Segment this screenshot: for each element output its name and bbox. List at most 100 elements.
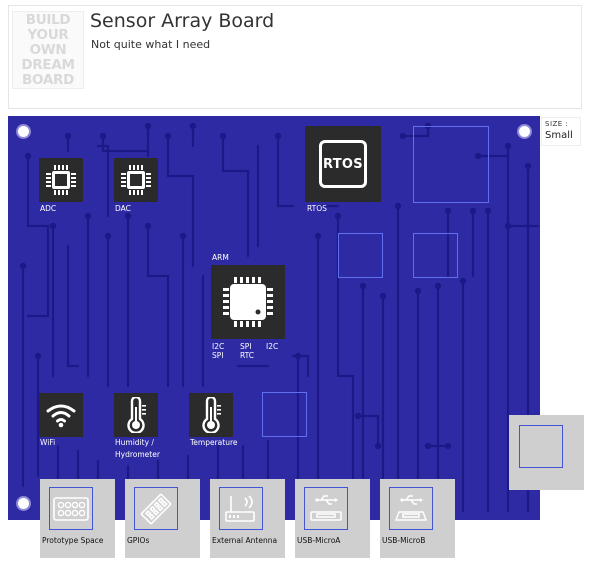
pcb-via <box>179 232 187 240</box>
pcb-trace <box>276 134 295 208</box>
bay-label: USB-MicroB <box>382 536 426 545</box>
pcb-via <box>444 207 452 215</box>
pcb-via <box>164 132 172 140</box>
thermometer-icon <box>127 397 146 433</box>
empty-slot[interactable] <box>413 126 489 203</box>
pcb-via <box>394 202 402 210</box>
usb-icon <box>389 487 433 530</box>
humidity-sensor[interactable] <box>114 393 158 437</box>
rtos-label: RTOS <box>307 204 327 213</box>
pcb-trace <box>221 134 250 258</box>
pcb-trace <box>101 134 150 153</box>
chip-icon <box>46 165 76 195</box>
pcb-via <box>354 412 362 420</box>
pcb-via <box>524 162 532 170</box>
pcb-via <box>414 287 422 295</box>
pcb-trace <box>166 134 195 268</box>
wifi-label: WiFi <box>40 438 56 447</box>
pcb-via <box>124 212 132 220</box>
bay-label: External Antenna <box>212 536 278 545</box>
logo-line: BOARD <box>22 71 74 88</box>
pcb-via <box>434 282 442 290</box>
gpio-header-icon <box>134 487 178 530</box>
pcb-via <box>64 132 72 140</box>
pcb-trace <box>66 244 80 368</box>
adc-chip[interactable] <box>39 158 83 202</box>
bay-prototype-space[interactable]: Prototype Space <box>40 479 115 558</box>
processor-icon <box>223 277 273 327</box>
bay-label: USB-MicroA <box>297 536 341 545</box>
pcb-trace <box>356 414 380 448</box>
side-expansion-bay[interactable] <box>509 415 584 490</box>
pcb-via <box>144 222 152 230</box>
empty-slot[interactable] <box>262 392 307 437</box>
pcb-via <box>314 232 322 240</box>
pcb-via <box>19 262 27 270</box>
pcb-via <box>469 207 477 215</box>
empty-slot[interactable] <box>338 233 383 278</box>
pcb-via <box>219 132 227 140</box>
logo-line: DREAM <box>21 56 75 73</box>
pcb-via <box>104 232 112 240</box>
pcb-trace <box>96 144 110 218</box>
adc-label: ADC <box>40 204 57 213</box>
pcb-via <box>24 152 32 160</box>
thermometer-icon <box>202 397 221 433</box>
temperature-label: Temperature <box>190 438 238 447</box>
board-title: Sensor Array Board <box>90 10 275 32</box>
pcb-via <box>294 352 302 360</box>
mounting-hole <box>16 124 31 139</box>
bay-usb-microb[interactable]: USB-MicroB <box>380 479 455 558</box>
pcb-via <box>49 222 57 230</box>
arm-pin-i2c-right: I2C <box>266 342 279 351</box>
pcb-via <box>189 122 197 130</box>
pcb-via <box>99 132 107 140</box>
circuit-board: ADC DAC RTOS RTOS ARM <box>8 116 540 520</box>
hydrometer-label: Hydrometer <box>115 450 160 459</box>
logo-line: BUILD <box>25 11 71 28</box>
bay-gpios[interactable]: GPIOs <box>125 479 200 558</box>
mounting-hole <box>16 496 31 511</box>
empty-slot[interactable] <box>413 233 458 278</box>
prototype-grid-icon <box>49 487 93 530</box>
wifi-module[interactable] <box>39 393 83 437</box>
pcb-via <box>144 122 152 130</box>
size-label: SIZE : <box>545 120 569 128</box>
pcb-via <box>374 442 382 450</box>
pcb-via <box>359 282 367 290</box>
rtos-chip-text: RTOS <box>323 156 363 172</box>
pcb-via <box>459 277 467 285</box>
usb-icon <box>304 487 348 530</box>
bay-label: GPIOs <box>127 536 150 545</box>
board-subtitle[interactable]: Not quite what I need <box>91 38 211 51</box>
pcb-via <box>34 352 42 360</box>
pcb-via <box>379 292 387 300</box>
wifi-icon <box>46 404 76 428</box>
humidity-label: Humidity / <box>115 438 154 447</box>
header-panel <box>8 5 582 109</box>
arm-pin-spi-mid: SPI <box>240 342 252 351</box>
size-selector[interactable]: SIZE : Small <box>541 117 581 146</box>
empty-slot[interactable] <box>519 425 563 468</box>
arm-label: ARM <box>212 253 229 262</box>
arm-pin-spi-left: SPI <box>212 351 224 360</box>
pcb-via <box>474 152 482 160</box>
bay-usb-microa[interactable]: USB-MicroA <box>295 479 370 558</box>
bay-external-antenna[interactable]: External Antenna <box>210 479 285 558</box>
pcb-via <box>504 142 512 150</box>
dac-chip[interactable] <box>114 158 158 202</box>
build-your-own-dream-board-logo: BUILD YOUR OWN DREAM BOARD <box>12 11 84 89</box>
rtos-module[interactable]: RTOS <box>305 126 381 202</box>
pcb-via <box>424 442 432 450</box>
arm-processor[interactable] <box>211 265 285 339</box>
chip-icon <box>121 165 151 195</box>
pcb-trace <box>291 354 310 378</box>
arm-pin-i2c-left: I2C <box>212 342 225 351</box>
pcb-via <box>274 132 282 140</box>
pcb-via <box>399 132 407 140</box>
temperature-sensor[interactable] <box>189 393 233 437</box>
size-value: Small <box>545 130 573 141</box>
mounting-hole <box>517 124 532 139</box>
dac-label: DAC <box>115 204 131 213</box>
antenna-icon <box>219 487 263 530</box>
